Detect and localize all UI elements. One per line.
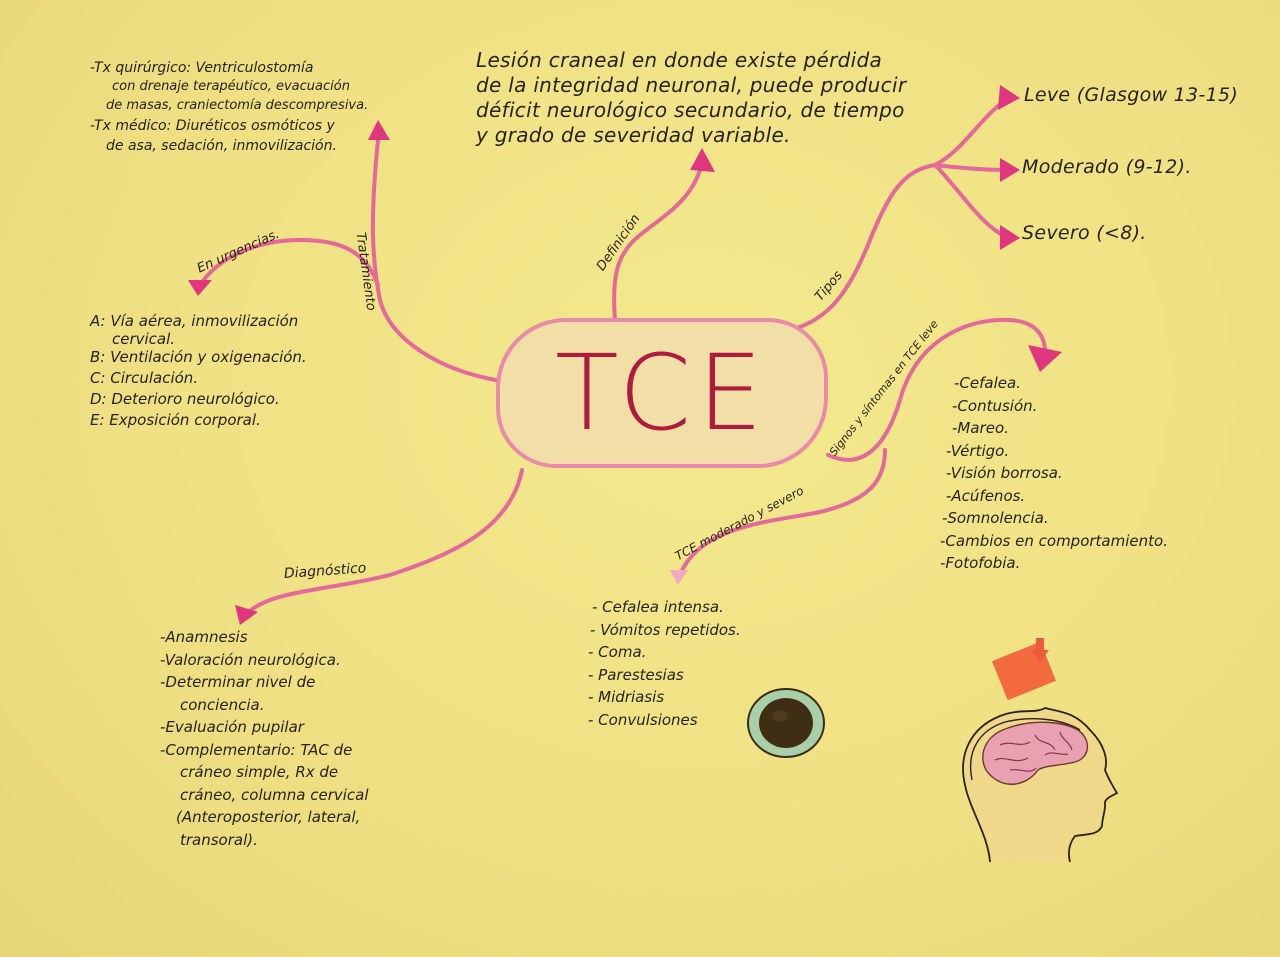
arrowhead-signos-leve: [1028, 345, 1062, 372]
list-item: -Cefalea.: [954, 374, 1021, 392]
signos-leve-list: -Cefalea. -Contusión. -Mareo. -Vértigo. …: [940, 372, 1168, 575]
center-node: TCE: [496, 318, 828, 468]
list-item: -Somnolencia.: [942, 509, 1049, 527]
arrowhead-urgencias: [188, 280, 212, 296]
list-item: A: Vía aérea, inmovilización: [90, 312, 299, 330]
center-title: TCE: [555, 332, 769, 454]
pupil-illustration: [747, 688, 825, 758]
list-item: - Parestesias: [588, 665, 684, 684]
list-item: transoral).: [180, 830, 258, 849]
arrowhead-leve: [998, 85, 1020, 110]
list-item: - Midriasis: [588, 688, 665, 706]
falling-object-icon: [992, 638, 1056, 701]
definition-text: Lesión craneal en donde existe pérdida d…: [476, 48, 906, 148]
list-item: -Determinar nivel de: [160, 673, 316, 691]
arrowhead-severo: [1000, 225, 1020, 250]
definition-line: de la integridad neuronal, puede produci…: [476, 73, 907, 97]
type-severo: Severo (<8).: [1022, 222, 1147, 244]
list-item: cervical.: [112, 329, 176, 348]
list-item: de asa, sedación, inmovilización.: [106, 138, 337, 155]
list-item: - Convulsiones: [588, 710, 698, 729]
list-item: C: Circulación.: [90, 368, 199, 387]
list-item: -Valoración neurológica.: [160, 650, 341, 669]
diagnostico-list: -Anamnesis -Valoración neurológica. -Det…: [160, 626, 369, 851]
list-item: -Mareo.: [952, 419, 1009, 437]
list-item: -Anamnesis: [160, 628, 248, 646]
definition-line: y grado de severidad variable.: [476, 123, 791, 147]
head-injury-illustration: [962, 638, 1119, 863]
list-item: -Tx quirúrgico: Ventriculostomía: [90, 60, 314, 76]
urgencias-list: A: Vía aérea, inmovilización cervical. B…: [90, 312, 307, 431]
list-item: -Acúfenos.: [946, 486, 1026, 505]
list-item: con drenaje terapéutico, evacuación: [112, 79, 350, 95]
list-item: cráneo, columna cervical: [180, 785, 369, 804]
list-item: - Vómitos repetidos.: [590, 620, 741, 639]
list-item: cráneo simple, Rx de: [180, 763, 339, 781]
list-item: -Vértigo.: [946, 441, 1010, 460]
list-item: E: Exposición corporal.: [90, 410, 261, 429]
list-item: - Coma.: [588, 643, 647, 661]
list-item: -Fotofobia.: [940, 554, 1021, 572]
definition-line: Lesión craneal en donde existe pérdida: [476, 48, 883, 72]
list-item: -Complementario: TAC de: [160, 740, 353, 759]
arrowhead-definicion: [690, 148, 715, 172]
list-item: -Visión borrosa.: [946, 464, 1063, 482]
list-item: conciencia.: [180, 695, 265, 714]
type-leve: Leve (Glasgow 13-15): [1024, 84, 1239, 106]
list-item: -Tx médico: Diuréticos osmóticos y: [90, 117, 335, 134]
arrowhead-moderado-severo: [670, 570, 688, 585]
tratamiento-list: -Tx quirúrgico: Ventriculostomía con dre…: [90, 58, 368, 157]
list-item: -Contusión.: [952, 396, 1038, 415]
list-item: -Cambios en comportamiento.: [940, 531, 1168, 550]
arrowhead-moderado: [1000, 158, 1020, 182]
type-moderado: Moderado (9-12).: [1022, 156, 1192, 178]
list-item: D: Deterioro neurológico.: [90, 389, 280, 408]
arrowhead-diagnostico: [235, 605, 258, 625]
list-item: - Cefalea intensa.: [592, 598, 724, 616]
list-item: (Anteroposterior, lateral,: [176, 808, 361, 826]
definition-line: déficit neurológico secundario, de tiemp…: [476, 98, 905, 122]
moderado-severo-list: - Cefalea intensa. - Vómitos repetidos. …: [588, 596, 741, 731]
list-item: B: Ventilación y oxigenación.: [90, 347, 307, 366]
list-item: -Evaluación pupilar: [160, 718, 304, 736]
arrowhead-tratamiento: [368, 120, 390, 140]
list-item: de masas, craniectomía descompresiva.: [106, 98, 369, 114]
arrowheads: [188, 85, 1062, 625]
